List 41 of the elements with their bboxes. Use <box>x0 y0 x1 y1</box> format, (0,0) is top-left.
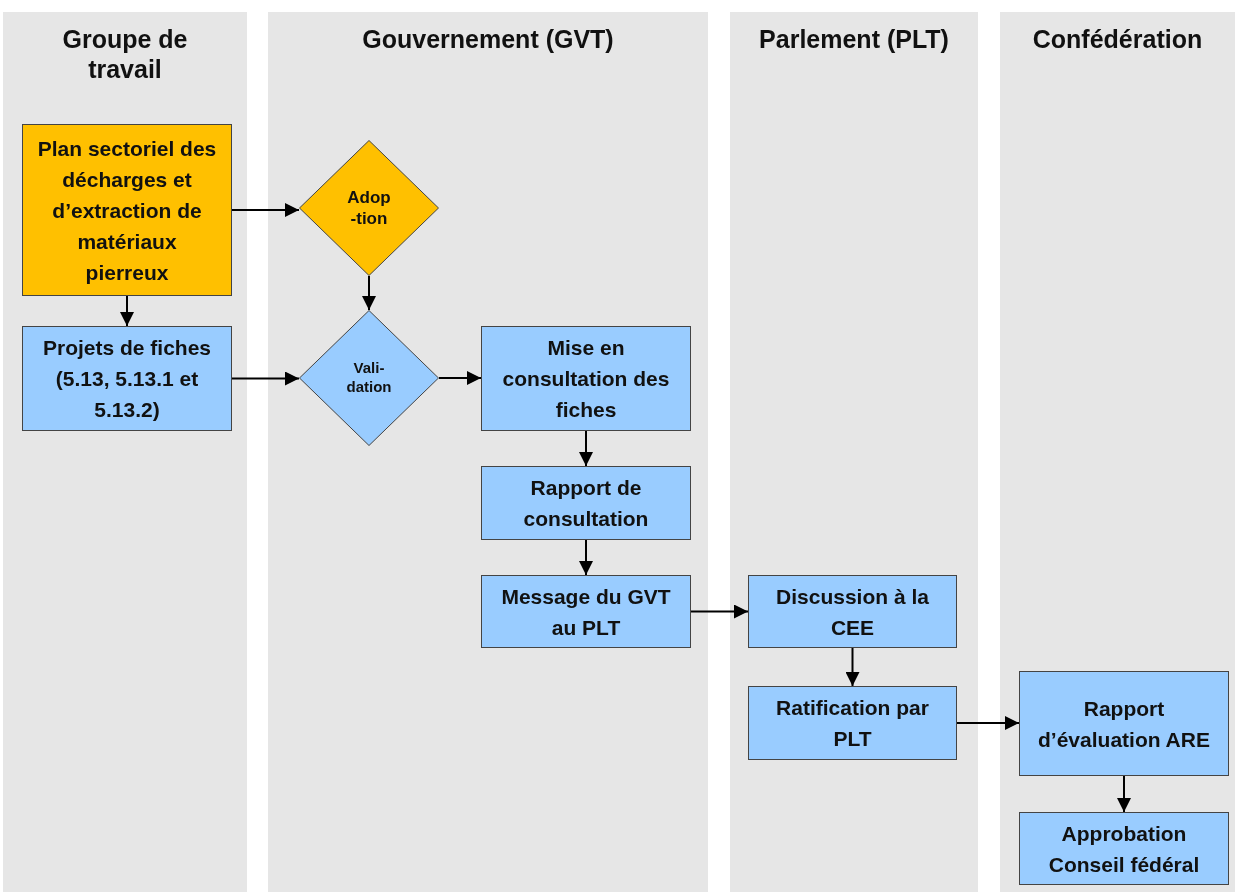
box-label: Ratification par PLT <box>775 695 930 752</box>
swimlane <box>3 12 247 892</box>
arrow <box>845 647 860 687</box>
lane-heading: Groupe de travail <box>61 24 189 84</box>
box-label: Mise en consultation des fiches <box>501 335 671 423</box>
lane-heading: Gouvernement (GVT) <box>361 24 615 54</box>
swimlane <box>268 12 708 892</box>
process-box <box>481 466 691 540</box>
arrow <box>231 203 300 217</box>
box-label: Approbation Conseil fédéral <box>1047 820 1201 878</box>
swimlane <box>730 12 978 892</box>
process-box <box>1019 812 1229 885</box>
box-label: Message du GVT au PLT <box>500 583 672 641</box>
process-box <box>481 326 691 431</box>
arrow <box>1117 775 1131 813</box>
decision-diamond <box>299 140 439 276</box>
process-box <box>748 575 957 648</box>
arrow <box>438 371 482 385</box>
box-label: Discussion à la CEE <box>775 583 930 641</box>
decision-label: Adop -tion <box>346 186 392 230</box>
arrow <box>231 371 300 386</box>
process-box <box>1019 671 1229 776</box>
process-box <box>748 686 957 760</box>
box-label: Rapport de consultation <box>522 475 650 532</box>
lane-heading: Parlement (PLT) <box>758 24 950 54</box>
arrow <box>579 430 593 467</box>
process-box <box>22 124 232 296</box>
arrow <box>579 539 593 576</box>
swimlane <box>1000 12 1235 892</box>
arrow <box>690 604 749 619</box>
arrow <box>956 716 1020 730</box>
lane-heading: Confédération <box>1031 24 1204 54</box>
box-label: Projets de fiches (5.13, 5.13.1 et 5.13.2) <box>41 335 213 423</box>
process-box <box>22 326 232 431</box>
decision-label: Vali- dation <box>345 359 393 397</box>
arrow <box>362 275 376 311</box>
arrow <box>120 295 134 327</box>
decision-diamond <box>299 310 439 446</box>
box-label: Rapport d’évaluation ARE <box>1037 695 1211 753</box>
process-box <box>481 575 691 648</box>
box-label: Plan sectoriel des décharges et d’extraction de matériaux pierreux <box>37 135 217 286</box>
